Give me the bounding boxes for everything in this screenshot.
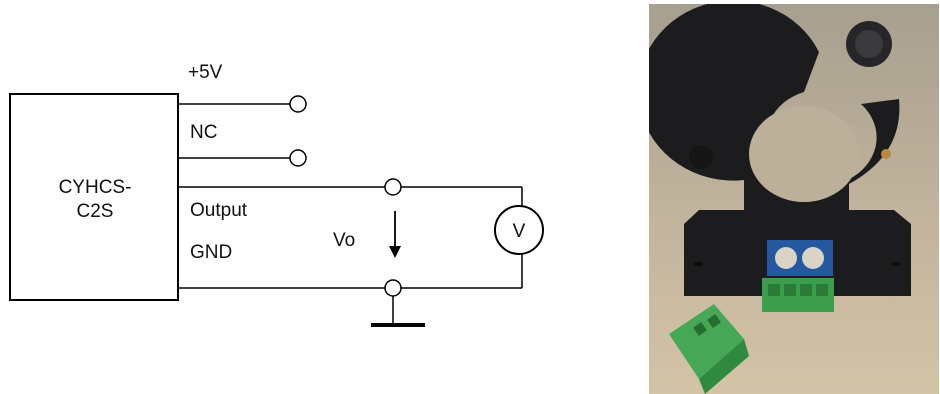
sensor-photo: [649, 4, 939, 394]
vcc-terminal: [289, 95, 307, 113]
voltmeter-symbol: V: [513, 221, 526, 242]
vo-label: Vo: [333, 230, 355, 251]
vcc-label: +5V: [188, 62, 223, 83]
down-arrow-icon: [389, 211, 401, 258]
trimmer-potentiometers: [767, 240, 833, 276]
output-terminal: [384, 178, 402, 196]
nc-terminal: [289, 149, 307, 167]
ground-symbol-icon: [371, 296, 425, 327]
nc-label: NC: [190, 122, 217, 143]
terminal-block: [762, 278, 834, 312]
module-name-line1: CYHCS-: [59, 177, 132, 198]
wiring-diagram: CYHCS- C2S +5V NC Output GND Vo V: [9, 62, 544, 327]
output-label: Output: [190, 200, 248, 221]
sensor-module-box: [9, 93, 179, 301]
gnd-label: GND: [190, 242, 232, 263]
gnd-terminal: [384, 279, 402, 297]
voltmeter-icon: [494, 205, 544, 255]
loose-terminal-plug: [669, 304, 749, 394]
clamp-sensor: [649, 4, 911, 296]
module-name-line2: C2S: [77, 201, 114, 222]
